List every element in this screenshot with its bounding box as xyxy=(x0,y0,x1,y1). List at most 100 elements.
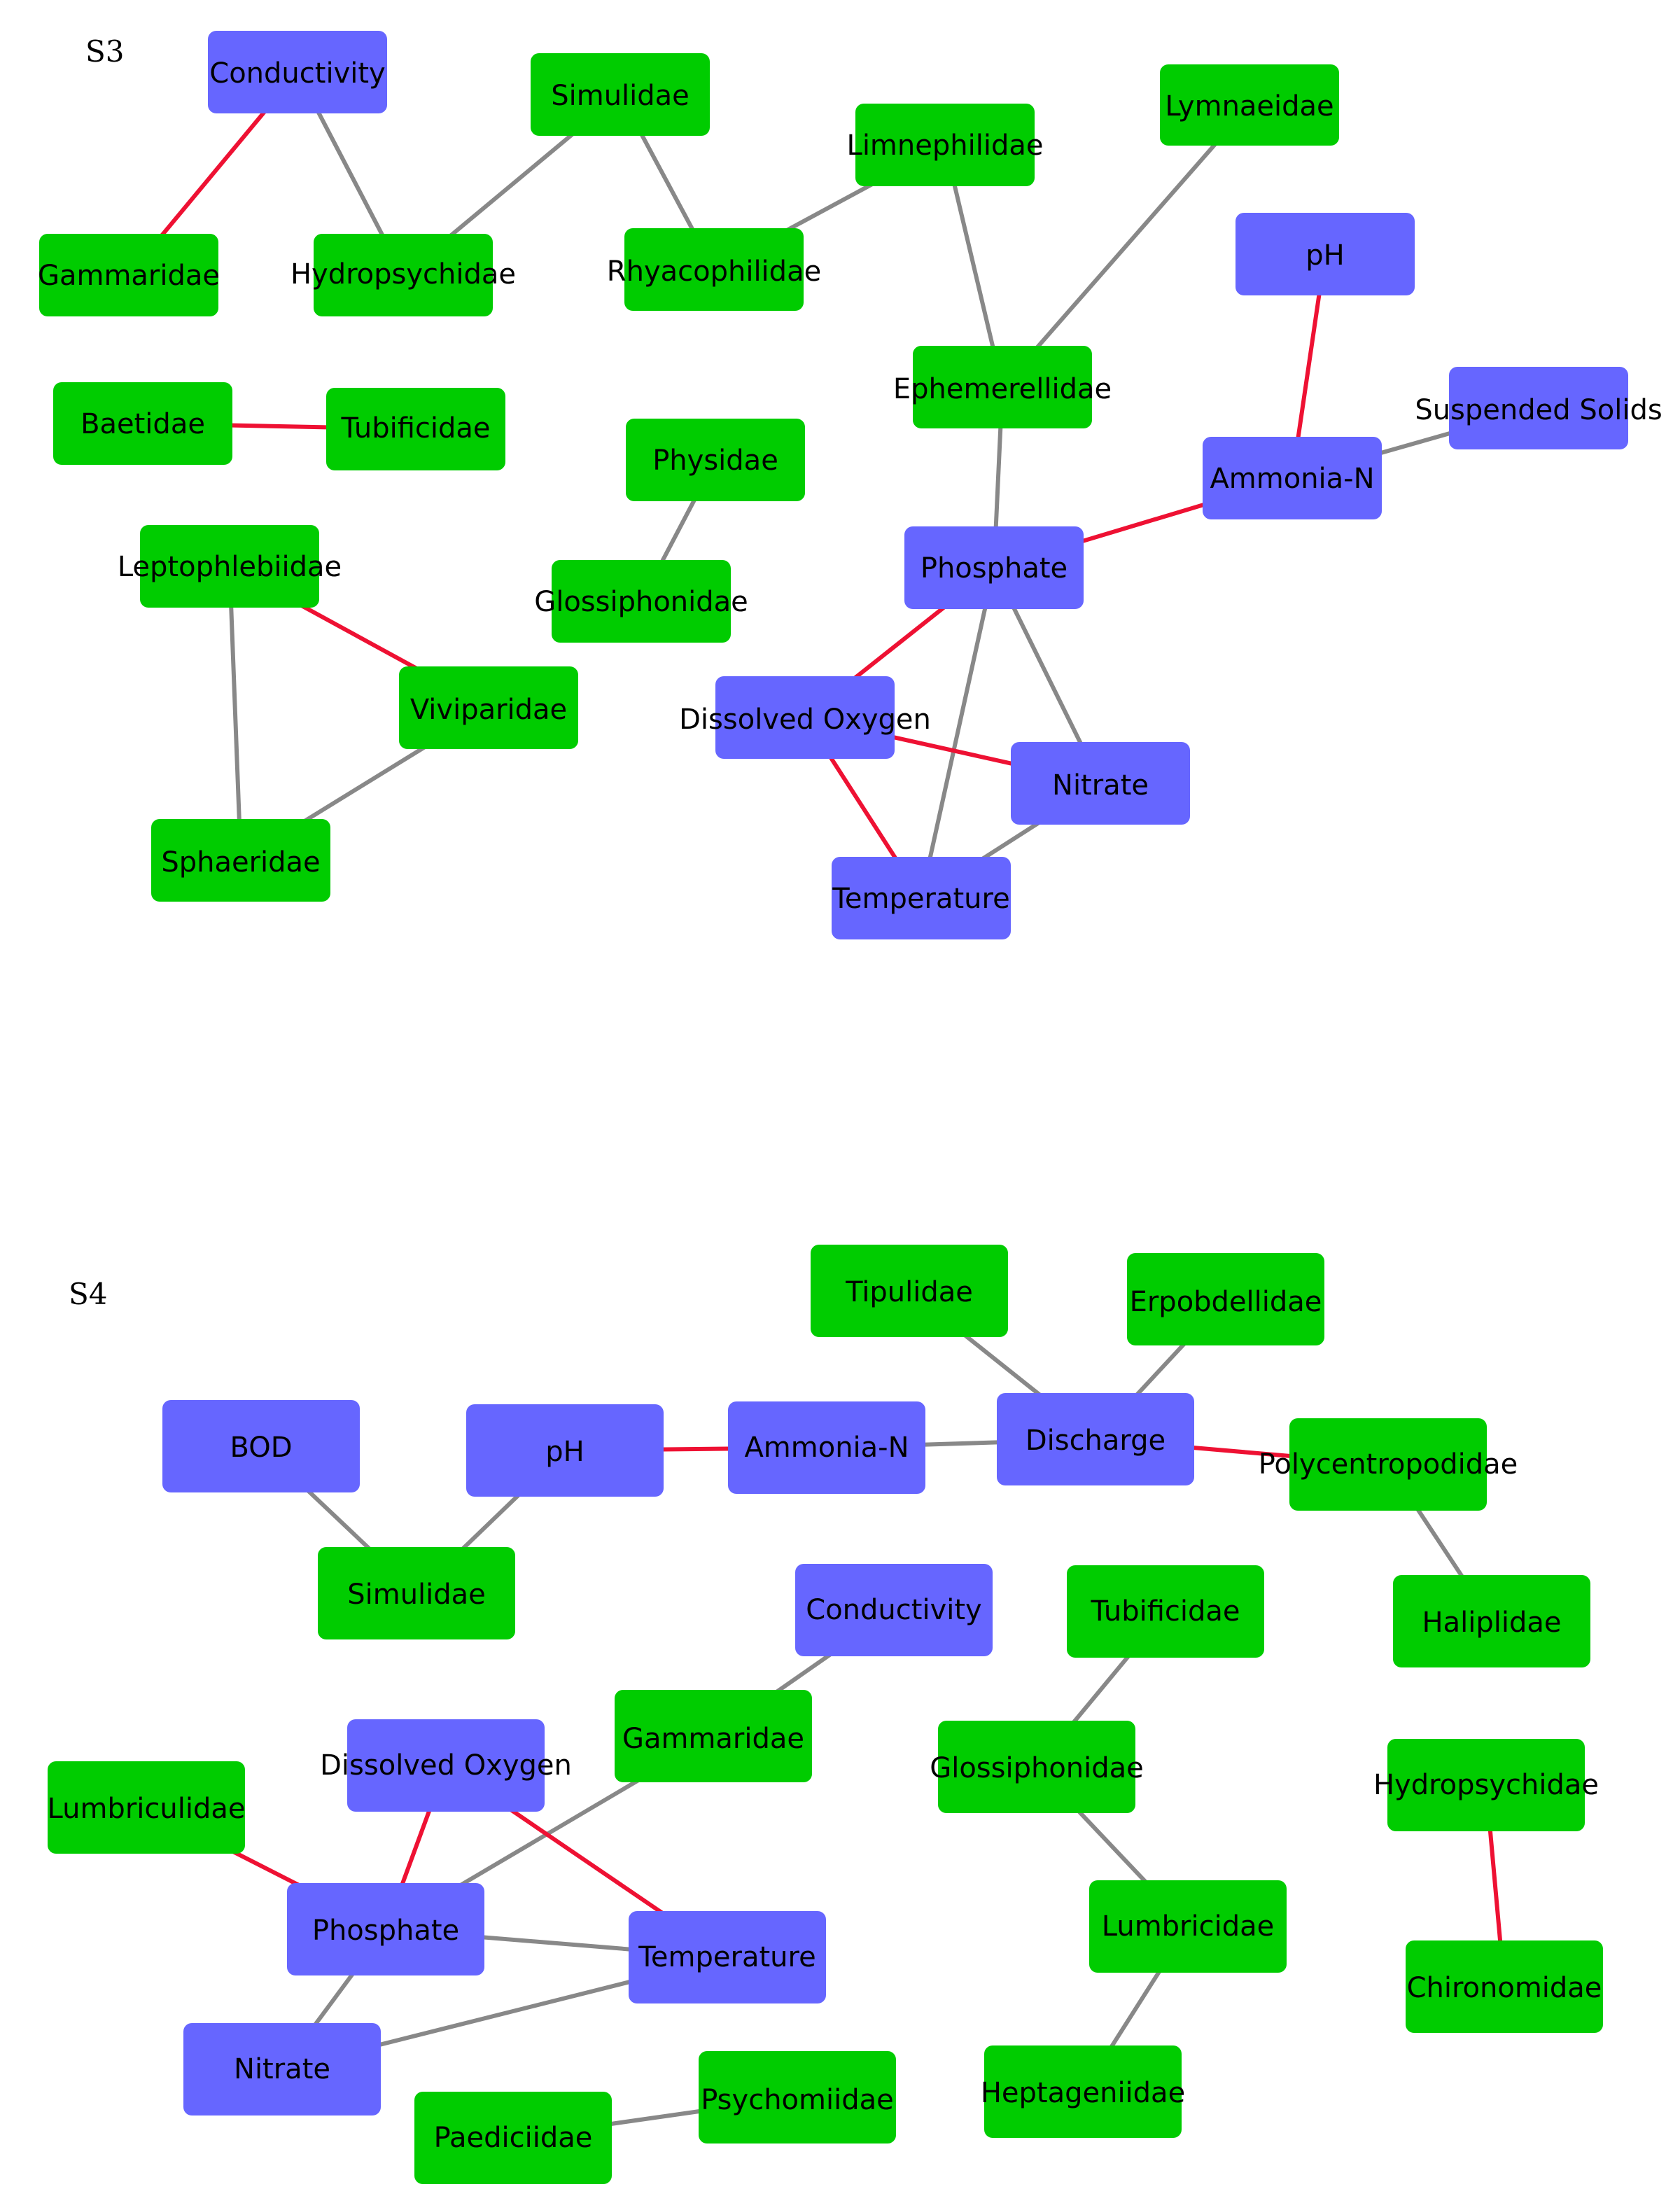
node-s3-ph[interactable]: pH xyxy=(1236,213,1415,295)
node-label-s4-nitrate: Nitrate xyxy=(234,2053,330,2085)
edges-layer xyxy=(127,70,1541,2140)
node-s3-hydropsychidae[interactable]: Hydropsychidae xyxy=(290,234,516,316)
node-s3-dissolved-oxygen[interactable]: Dissolved Oxygen xyxy=(679,676,931,759)
node-box-s4-tubificidae xyxy=(1067,1565,1264,1658)
node-label-s3-ammonia-n: Ammonia-N xyxy=(1210,463,1374,495)
node-box-s3-ephemerellidae xyxy=(913,346,1092,428)
node-s3-physidae[interactable]: Physidae xyxy=(626,419,805,501)
node-box-s3-conductivity xyxy=(208,31,387,113)
node-label-s3-tubificidae: Tubificidae xyxy=(340,412,490,445)
node-label-s3-glossiphonidae: Glossiphonidae xyxy=(534,586,748,618)
node-s4-ammonia-n[interactable]: Ammonia-N xyxy=(728,1401,925,1494)
node-s3-simulidae[interactable]: Simulidae xyxy=(531,53,710,136)
node-s3-viviparidae[interactable]: Viviparidae xyxy=(399,666,578,749)
node-s4-polycentropodidae[interactable]: Polycentropodidae xyxy=(1259,1418,1518,1511)
node-s3-rhyacophilidae[interactable]: Rhyacophilidae xyxy=(607,228,821,311)
node-label-s4-paediciidae: Paediciidae xyxy=(434,2122,593,2154)
node-s4-simulidae[interactable]: Simulidae xyxy=(318,1547,515,1639)
node-label-s3-phosphate: Phosphate xyxy=(920,552,1068,585)
node-box-s4-ammonia-n xyxy=(728,1401,925,1494)
node-box-s4-lumbriculidae xyxy=(48,1761,245,1854)
node-label-s4-erpobdellidae: Erpobdellidae xyxy=(1130,1286,1322,1318)
node-box-s3-viviparidae xyxy=(399,666,578,749)
node-s4-ph[interactable]: pH xyxy=(466,1404,664,1497)
node-label-s3-leptophlebiidae: Leptophlebiidae xyxy=(118,551,342,583)
node-s4-erpobdellidae[interactable]: Erpobdellidae xyxy=(1127,1253,1324,1345)
node-label-s4-temperature: Temperature xyxy=(638,1941,816,1973)
node-label-s3-gammaridae: Gammaridae xyxy=(38,260,220,292)
node-label-s4-glossiphonidae: Glossiphonidae xyxy=(930,1752,1144,1784)
node-s4-nitrate[interactable]: Nitrate xyxy=(183,2023,381,2115)
node-s3-phosphate[interactable]: Phosphate xyxy=(904,526,1084,609)
node-box-s3-ammonia-n xyxy=(1203,437,1382,519)
node-s3-baetidae[interactable]: Baetidae xyxy=(53,382,232,465)
node-s4-temperature[interactable]: Temperature xyxy=(629,1911,826,2003)
node-label-s3-ephemerellidae: Ephemerellidae xyxy=(893,373,1112,405)
node-label-s4-psychomiidae: Psychomiidae xyxy=(701,2084,893,2116)
node-label-s4-ph: pH xyxy=(545,1436,584,1468)
node-label-s4-dissolved-oxygen: Dissolved Oxygen xyxy=(320,1749,572,1782)
node-label-s3-simulidae: Simulidae xyxy=(551,80,690,112)
node-box-s4-conductivity xyxy=(795,1564,993,1656)
node-s4-psychomiidae[interactable]: Psychomiidae xyxy=(699,2051,896,2143)
node-s4-hydropsychidae[interactable]: Hydropsychidae xyxy=(1373,1739,1599,1831)
node-box-s4-erpobdellidae xyxy=(1127,1253,1324,1345)
node-s3-gammaridae[interactable]: Gammaridae xyxy=(38,234,220,316)
node-s3-leptophlebiidae[interactable]: Leptophlebiidae xyxy=(118,525,342,608)
node-box-s3-leptophlebiidae xyxy=(140,525,319,608)
node-box-s4-ph xyxy=(466,1404,664,1497)
node-s3-tubificidae[interactable]: Tubificidae xyxy=(326,388,505,470)
node-label-s4-discharge: Discharge xyxy=(1026,1425,1166,1457)
node-label-s3-limnephilidae: Limnephilidae xyxy=(847,130,1044,162)
node-s3-temperature[interactable]: Temperature xyxy=(832,857,1011,939)
node-s4-gammaridae[interactable]: Gammaridae xyxy=(615,1690,812,1782)
node-box-s4-nitrate xyxy=(183,2023,381,2115)
node-s4-dissolved-oxygen[interactable]: Dissolved Oxygen xyxy=(320,1719,572,1812)
node-s3-ephemerellidae[interactable]: Ephemerellidae xyxy=(893,346,1112,428)
node-label-s3-nitrate: Nitrate xyxy=(1052,769,1149,802)
node-s3-ammonia-n[interactable]: Ammonia-N xyxy=(1203,437,1382,519)
node-s3-nitrate[interactable]: Nitrate xyxy=(1011,742,1190,825)
node-label-s4-heptageniidae: Heptageniidae xyxy=(981,2077,1185,2109)
node-s3-limnephilidae[interactable]: Limnephilidae xyxy=(847,104,1044,186)
node-box-s4-temperature xyxy=(629,1911,826,2003)
node-s4-lumbriculidae[interactable]: Lumbriculidae xyxy=(48,1761,246,1854)
node-label-s4-gammaridae: Gammaridae xyxy=(622,1723,804,1755)
node-label-s3-physidae: Physidae xyxy=(652,445,778,477)
node-s4-chironomidae[interactable]: Chironomidae xyxy=(1406,1940,1603,2033)
node-box-s4-haliplidae xyxy=(1393,1575,1590,1667)
node-box-s3-lymnaeidae xyxy=(1160,64,1339,146)
node-box-s3-tubificidae xyxy=(326,388,505,470)
node-box-s3-gammaridae xyxy=(39,234,218,316)
node-box-s3-phosphate xyxy=(904,526,1084,609)
node-box-s3-dissolved-oxygen xyxy=(715,676,895,759)
node-label-s4-tubificidae: Tubificidae xyxy=(1090,1595,1240,1628)
node-s4-tipulidae[interactable]: Tipulidae xyxy=(811,1245,1008,1337)
node-s4-heptageniidae[interactable]: Heptageniidae xyxy=(981,2045,1185,2138)
node-box-s3-hydropsychidae xyxy=(314,234,493,316)
node-s3-suspended-solids[interactable]: Suspended Solids xyxy=(1415,367,1662,449)
node-label-s4-hydropsychidae: Hydropsychidae xyxy=(1373,1769,1599,1801)
node-s3-lymnaeidae[interactable]: Lymnaeidae xyxy=(1160,64,1339,146)
node-s4-discharge[interactable]: Discharge xyxy=(997,1393,1194,1485)
node-label-s4-ammonia-n: Ammonia-N xyxy=(744,1432,909,1464)
node-s4-conductivity[interactable]: Conductivity xyxy=(795,1564,993,1656)
node-s4-lumbricidae[interactable]: Lumbricidae xyxy=(1089,1880,1287,1973)
node-s4-glossiphonidae[interactable]: Glossiphonidae xyxy=(930,1721,1144,1813)
node-s4-tubificidae[interactable]: Tubificidae xyxy=(1067,1565,1264,1658)
node-label-s3-temperature: Temperature xyxy=(832,883,1009,915)
node-box-s3-nitrate xyxy=(1011,742,1190,825)
node-label-s3-baetidae: Baetidae xyxy=(80,408,205,440)
node-box-s4-discharge xyxy=(997,1393,1194,1485)
node-s3-glossiphonidae[interactable]: Glossiphonidae xyxy=(534,560,748,643)
node-s4-phosphate[interactable]: Phosphate xyxy=(287,1883,484,1975)
node-box-s4-chironomidae xyxy=(1406,1940,1603,2033)
edge-s3-leptophlebiidae-s3-sphaeridae xyxy=(227,564,243,862)
node-label-s4-phosphate: Phosphate xyxy=(312,1915,459,1947)
node-s4-bod[interactable]: BOD xyxy=(162,1400,360,1492)
node-s3-sphaeridae[interactable]: Sphaeridae xyxy=(151,819,330,902)
node-s4-paediciidae[interactable]: Paediciidae xyxy=(414,2092,612,2184)
node-box-s4-dissolved-oxygen xyxy=(347,1719,545,1812)
node-s4-haliplidae[interactable]: Haliplidae xyxy=(1393,1575,1590,1667)
node-s3-conductivity[interactable]: Conductivity xyxy=(208,31,387,113)
